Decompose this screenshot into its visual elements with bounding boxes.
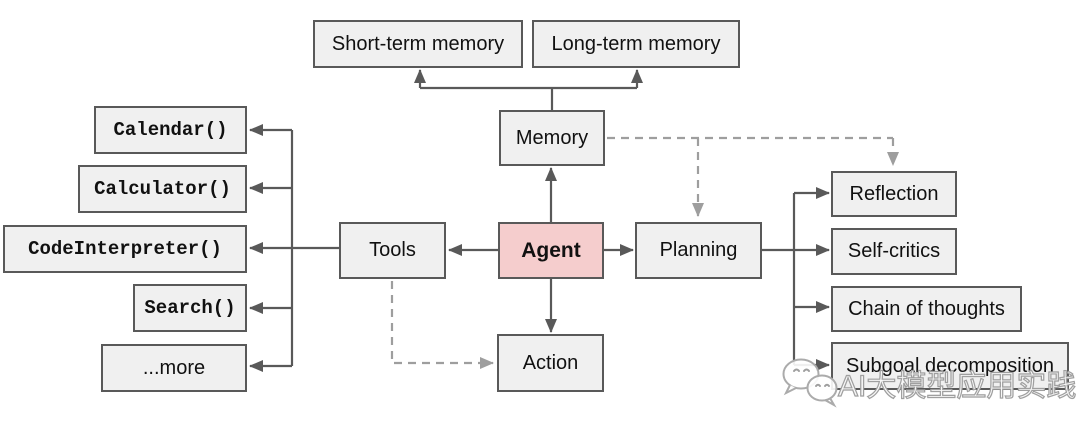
node-short-term-memory: Short-term memory <box>313 20 523 68</box>
node-planning: Planning <box>635 222 762 279</box>
node-reflection: Reflection <box>831 171 957 217</box>
node-chain-of-thoughts: Chain of thoughts <box>831 286 1022 332</box>
node-self-critics: Self-critics <box>831 228 957 275</box>
node-long-term-memory: Long-term memory <box>532 20 740 68</box>
node-code-interpreter: CodeInterpreter() <box>3 225 247 273</box>
node-agent: Agent <box>498 222 604 279</box>
node-memory: Memory <box>499 110 605 166</box>
edge-tools-action-dashed <box>390 281 494 369</box>
node-more: ...more <box>101 344 247 392</box>
node-tools: Tools <box>339 222 446 279</box>
node-action: Action <box>497 334 604 392</box>
node-subgoal-decomposition: Subgoal decomposition <box>831 342 1069 390</box>
node-calculator: Calculator() <box>78 165 247 213</box>
node-search: Search() <box>133 284 247 332</box>
node-calendar: Calendar() <box>94 106 247 154</box>
edge-memory-fork <box>420 86 637 110</box>
